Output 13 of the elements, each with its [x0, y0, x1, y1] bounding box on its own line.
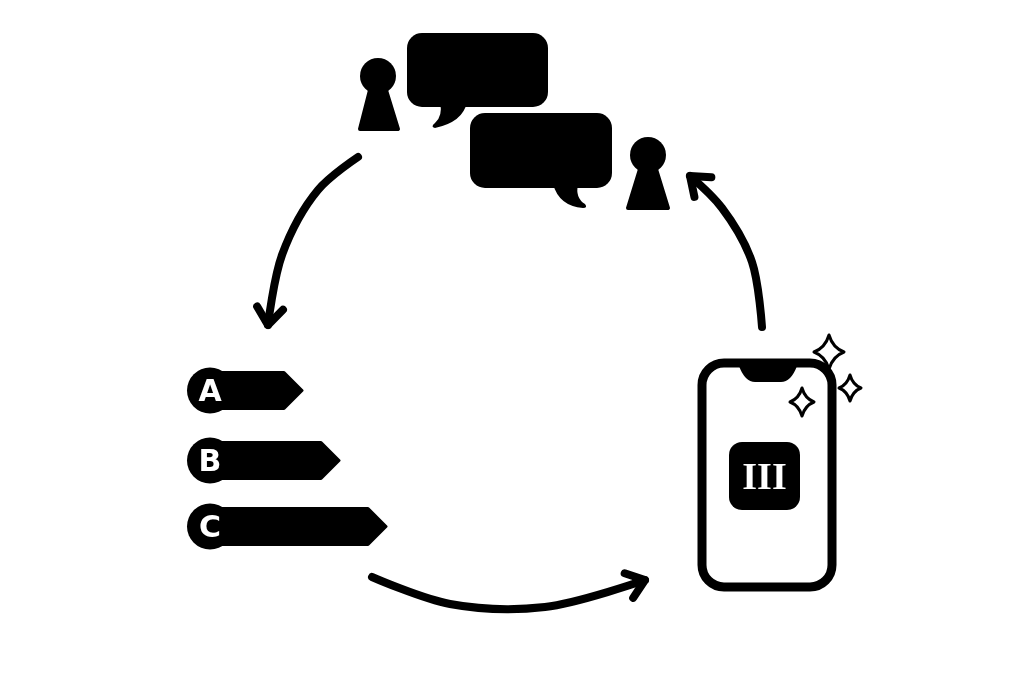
conversation-illustration — [355, 30, 673, 212]
letter-bar — [186, 367, 304, 414]
tile-numeral: III — [742, 457, 787, 495]
bar-letter: B — [198, 445, 222, 476]
phone-illustration — [697, 358, 837, 592]
app-tile — [729, 442, 800, 510]
curved-arrow — [368, 569, 649, 614]
letter-bar — [186, 503, 388, 550]
bar-letter: A — [198, 375, 222, 406]
bar-letter: C — [199, 511, 221, 542]
curved-arrow — [253, 153, 362, 329]
letter-bar — [186, 437, 341, 484]
curved-arrow — [686, 172, 766, 331]
